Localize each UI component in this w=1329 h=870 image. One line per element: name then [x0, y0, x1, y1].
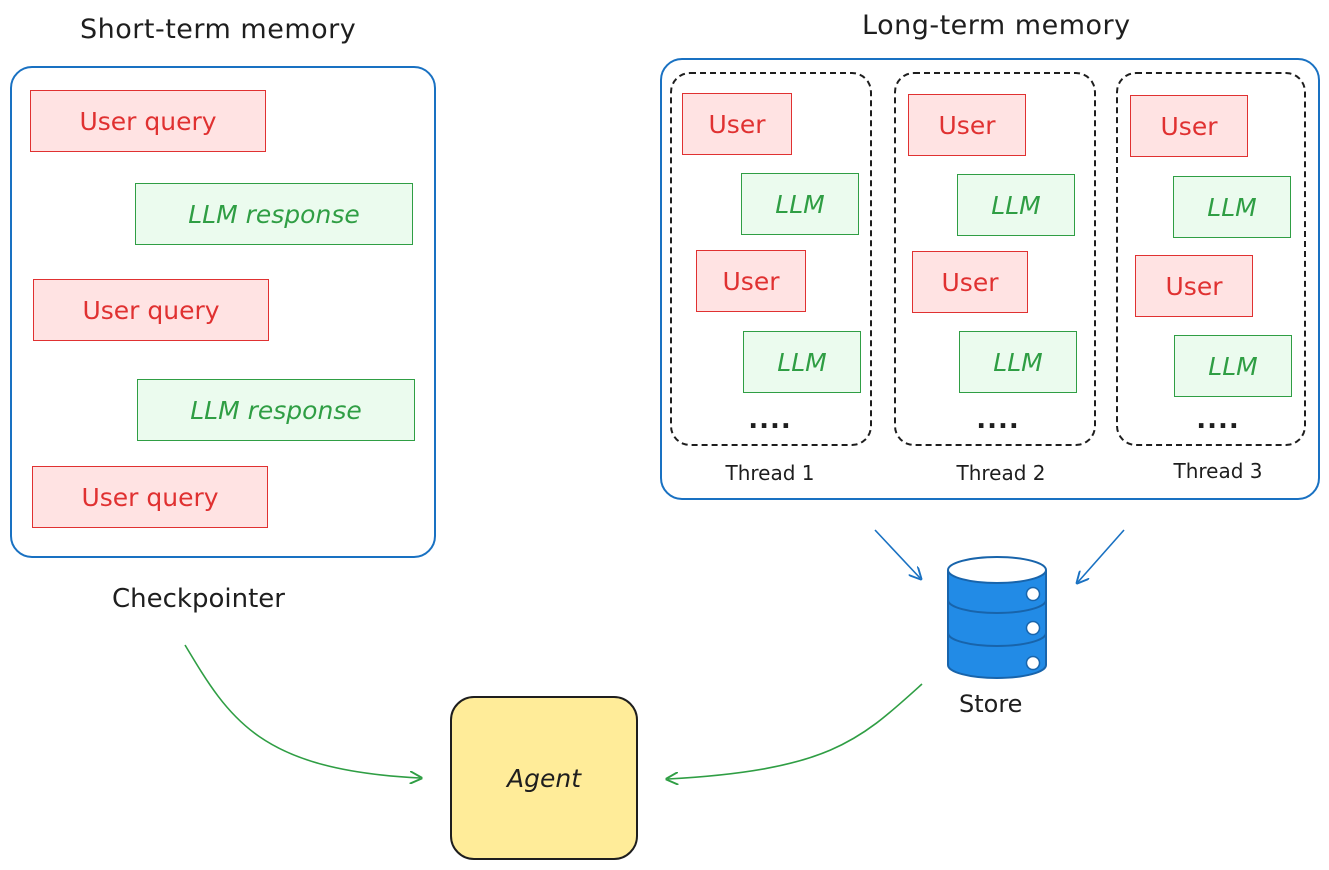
- thread-2-box: [894, 72, 1096, 446]
- store-label: Store: [959, 690, 1023, 718]
- user-query-message: User query: [32, 466, 268, 528]
- checkpointer-label: Checkpointer: [112, 584, 285, 614]
- llm-message: LLM: [743, 331, 861, 393]
- llm-response-message: LLM response: [135, 183, 413, 245]
- ellipsis: ....: [748, 405, 792, 435]
- user-message: User: [682, 93, 792, 155]
- llm-response-message: LLM response: [137, 379, 415, 441]
- user-query-message: User query: [30, 90, 266, 152]
- user-query-message: User query: [33, 279, 269, 341]
- thread-3-box: [1116, 72, 1306, 446]
- store-to-agent-arrow: [668, 683, 923, 779]
- llm-message: LLM: [1174, 335, 1292, 397]
- agent-box: Agent: [450, 696, 638, 860]
- user-message: User: [696, 250, 806, 312]
- user-message: User: [908, 94, 1026, 156]
- llm-message: LLM: [959, 331, 1077, 393]
- llm-message: LLM: [741, 173, 859, 235]
- llm-message: LLM: [957, 174, 1075, 236]
- thread-1-box: [670, 72, 872, 446]
- user-message: User: [912, 251, 1028, 313]
- ellipsis: ....: [976, 405, 1020, 435]
- llm-message: LLM: [1173, 176, 1291, 238]
- database-icon: [947, 556, 1047, 679]
- ellipsis: ....: [1196, 405, 1240, 435]
- checkpointer-to-agent-arrow: [184, 644, 420, 778]
- user-message: User: [1130, 95, 1248, 157]
- short-term-memory-title: Short-term memory: [80, 14, 357, 45]
- long-term-memory-title: Long-term memory: [862, 10, 1131, 41]
- user-message: User: [1135, 255, 1253, 317]
- thread-to-store-arrow: [1078, 529, 1125, 582]
- thread-2-label: Thread 2: [956, 461, 1046, 485]
- thread-to-store-arrow: [874, 529, 920, 578]
- agent-label: Agent: [507, 763, 581, 793]
- thread-3-label: Thread 3: [1173, 459, 1263, 483]
- thread-1-label: Thread 1: [725, 461, 815, 485]
